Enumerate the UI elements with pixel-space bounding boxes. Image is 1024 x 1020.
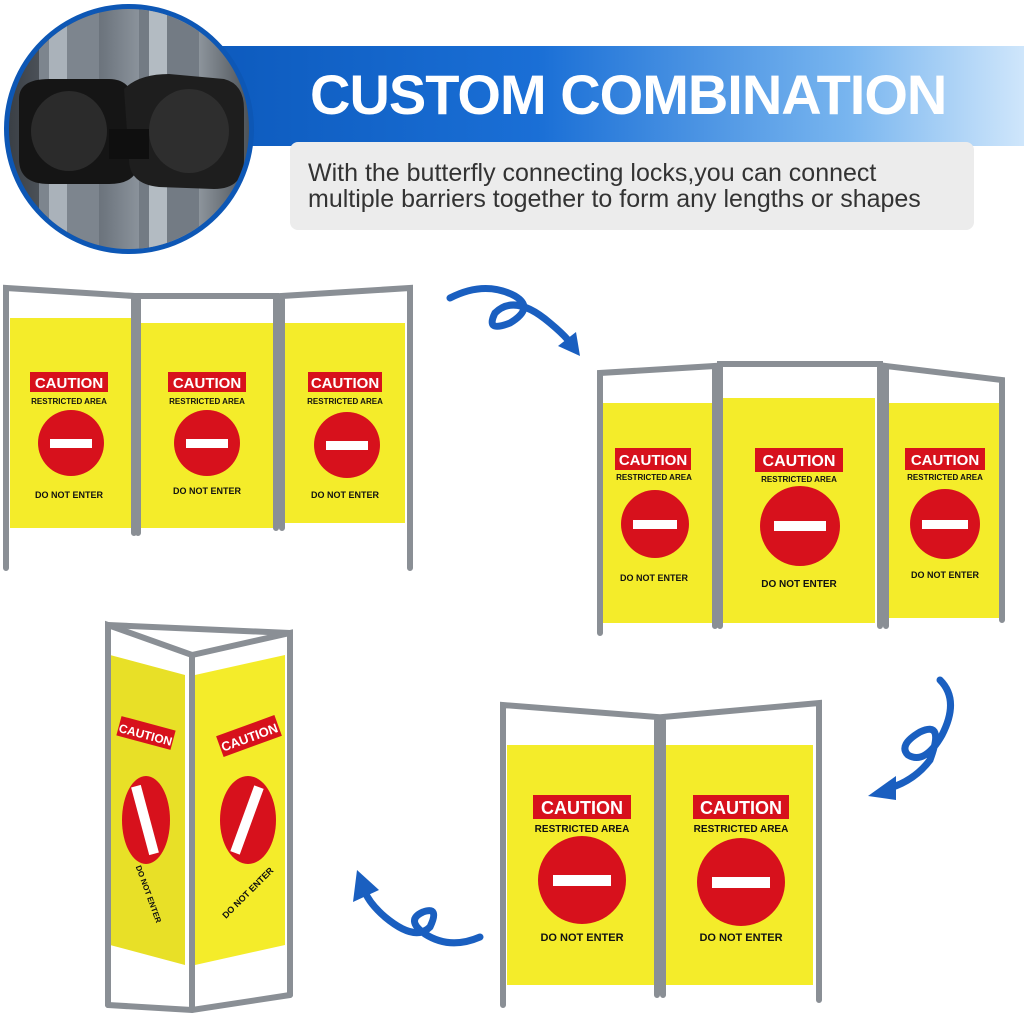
frame (500, 699, 822, 1008)
barrier-three-panel-top-left: CAUTION RESTRICTED AREA DO NOT ENTER CAU… (0, 278, 420, 578)
restricted-label: RESTRICTED AREA (907, 473, 983, 482)
caution-label: CAUTION (173, 375, 241, 392)
caution-label: CAUTION (700, 798, 782, 818)
do-not-enter-label: DO NOT ENTER (761, 579, 837, 590)
lock-illustration (19, 9, 244, 249)
caution-label: CAUTION (619, 452, 687, 469)
barrier-triangle-bottom-left: CAUTION DO NOT ENTER CAUTION DO NOT ENTE… (100, 615, 300, 1020)
panel-right: CAUTION DO NOT ENTER (195, 655, 285, 965)
do-not-enter-label: DO NOT ENTER (311, 490, 380, 500)
restricted-label: RESTRICTED AREA (761, 475, 837, 484)
restricted-label: RESTRICTED AREA (535, 824, 630, 835)
restricted-label: RESTRICTED AREA (31, 397, 107, 406)
connecting-lock-closeup (4, 4, 254, 254)
frame (597, 361, 1005, 636)
restricted-label: RESTRICTED AREA (694, 824, 789, 835)
barrier-two-panel-bottom-right: CAUTION RESTRICTED AREA DO NOT ENTER CAU… (495, 695, 835, 1015)
subtitle-box: With the butterfly connecting locks,you … (290, 142, 974, 230)
caution-label: CAUTION (911, 452, 979, 469)
frame (105, 620, 293, 1014)
panel-1: CAUTION RESTRICTED AREA DO NOT ENTER (10, 318, 135, 528)
caution-label: CAUTION (541, 798, 623, 818)
panel-left: CAUTION DO NOT ENTER (110, 655, 185, 965)
arrow-top-right-icon (440, 278, 590, 373)
arrow-right-down-icon (860, 670, 970, 810)
subtitle-text: With the butterfly connecting locks,you … (308, 160, 968, 212)
do-not-enter-label: DO NOT ENTER (620, 573, 689, 583)
caution-label: CAUTION (763, 453, 836, 470)
do-not-enter-label: DO NOT ENTER (540, 932, 623, 944)
frame (2, 284, 413, 571)
do-not-enter-label: DO NOT ENTER (699, 932, 782, 944)
header-banner (140, 46, 1024, 146)
subtitle-line-1: With the butterfly connecting locks,you … (308, 159, 877, 187)
panel-1: CAUTION RESTRICTED AREA DO NOT ENTER (507, 745, 655, 985)
barrier-three-panel-right: CAUTION RESTRICTED AREA DO NOT ENTER CAU… (590, 358, 1020, 643)
panel-2: CAUTION RESTRICTED AREA DO NOT ENTER (663, 745, 813, 985)
panel-2: CAUTION RESTRICTED AREA DO NOT ENTER (720, 398, 875, 623)
panel-3: CAUTION RESTRICTED AREA DO NOT ENTER (882, 403, 1000, 618)
restricted-label: RESTRICTED AREA (307, 397, 383, 406)
panel-2: CAUTION RESTRICTED AREA DO NOT ENTER (140, 323, 275, 528)
panel-1: CAUTION RESTRICTED AREA DO NOT ENTER (600, 403, 715, 623)
restricted-label: RESTRICTED AREA (169, 397, 245, 406)
restricted-label: RESTRICTED AREA (616, 473, 692, 482)
do-not-enter-label: DO NOT ENTER (35, 490, 104, 500)
panel-3: CAUTION RESTRICTED AREA DO NOT ENTER (285, 323, 405, 523)
do-not-enter-label: DO NOT ENTER (911, 570, 980, 580)
page-title: CUSTOM COMBINATION (310, 63, 947, 126)
arrow-bottom-left-icon (335, 862, 495, 957)
caution-label: CAUTION (311, 375, 379, 392)
caution-label: CAUTION (35, 375, 103, 392)
do-not-enter-label: DO NOT ENTER (173, 486, 242, 496)
subtitle-line-2: multiple barriers together to form any l… (308, 185, 921, 213)
